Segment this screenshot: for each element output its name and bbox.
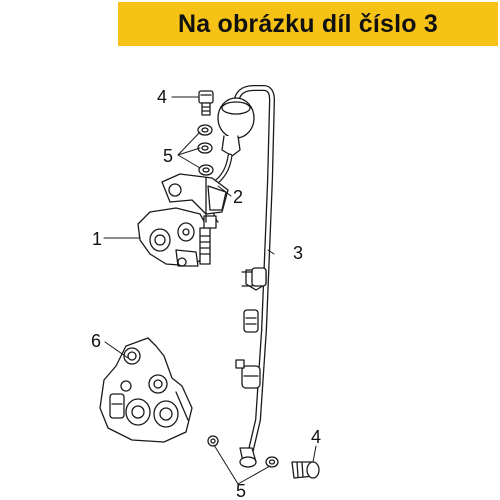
brake-caliper-part[interactable] [99, 337, 193, 443]
bolt-top-part[interactable] [198, 90, 214, 116]
leader-lines [103, 96, 317, 485]
part-label-4-top: 4 [157, 87, 167, 107]
title-text: Na obrázku díl číslo 3 [177, 9, 439, 38]
part-label-6: 6 [91, 331, 101, 351]
reservoir-part[interactable] [211, 97, 255, 223]
part-label-4-bottom: 4 [311, 427, 321, 447]
part-label-5-top: 5 [163, 146, 173, 166]
part-labels: 4 5 2 1 3 6 5 4 [91, 87, 321, 500]
brake-hose-part[interactable] [233, 85, 275, 468]
master-cylinder-part[interactable] [137, 173, 229, 267]
washers-top-part[interactable] [197, 124, 214, 176]
part-label-5-bottom: 5 [236, 481, 246, 500]
part-label-3: 3 [293, 243, 303, 263]
part-label-1: 1 [92, 229, 102, 249]
title-banner: Na obrázku díl číslo 3 [118, 2, 498, 46]
washers-bottom-part[interactable] [207, 435, 279, 468]
part-label-2: 2 [233, 187, 243, 207]
bolt-bottom-part[interactable] [291, 461, 320, 479]
